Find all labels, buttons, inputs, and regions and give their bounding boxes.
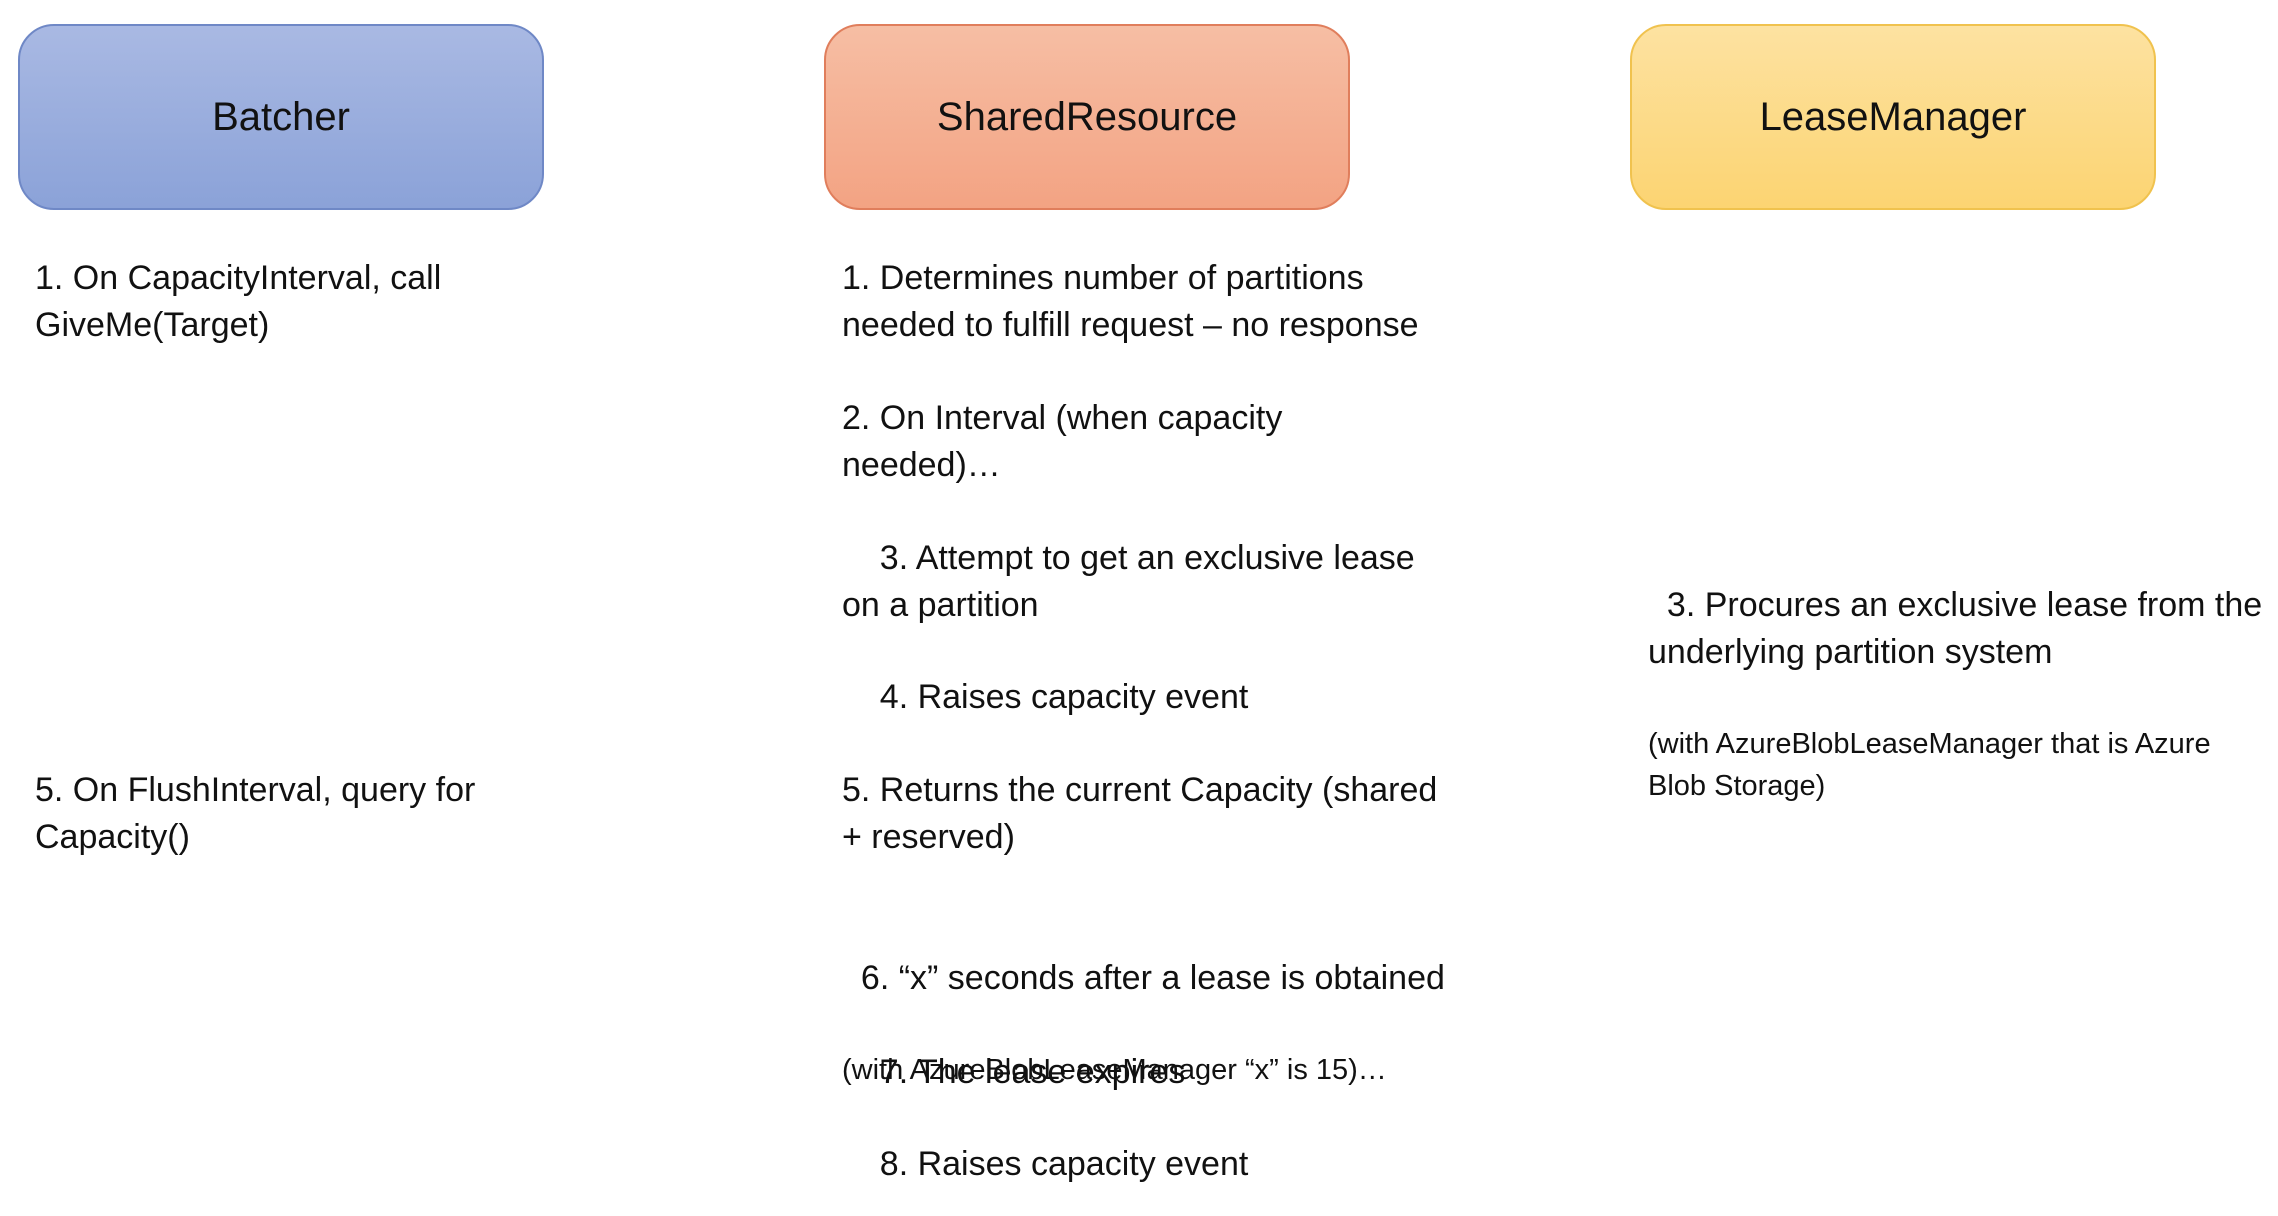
shared-step-4: 4. Raises capacity event — [842, 678, 1249, 716]
shared-resource-title: SharedResource — [936, 94, 1238, 139]
shared-step-7: 7. The lease expires — [842, 1053, 1186, 1091]
batcher-title: Batcher — [212, 94, 350, 139]
shared-step-6-note: (with AzureBlobLeaseManager “x” is 15)… — [842, 1054, 1387, 1086]
shared-resource-box: SharedResource — [824, 24, 1350, 210]
lease-step-3-block: 3. Procures an exclusive lease from the … — [1648, 535, 2262, 854]
shared-step-8: 8. Raises capacity event — [842, 1145, 1249, 1183]
shared-step-6: 6. “x” seconds after a lease is obtained — [860, 959, 1445, 997]
shared-step-2: 2. On Interval (when capacity needed)… — [842, 399, 1283, 484]
batcher-step-1: 1. On CapacityInterval, call GiveMe(Targ… — [35, 259, 442, 344]
shared-step-1: 1. Determines number of partitions neede… — [842, 259, 1419, 344]
shared-step-6-block: 6. “x” seconds after a lease is obtained… — [842, 908, 1445, 1138]
shared-step-3: 3. Attempt to get an exclusive lease on … — [842, 539, 1415, 624]
lease-step-3-note: (with AzureBlobLeaseManager that is Azur… — [1648, 728, 2211, 802]
batcher-box: Batcher — [18, 24, 544, 210]
batcher-step-5: 5. On FlushInterval, query for Capacity(… — [35, 771, 476, 856]
lease-manager-title: LeaseManager — [1759, 94, 2027, 139]
lease-manager-box: LeaseManager — [1630, 24, 2156, 210]
shared-step-5: 5. Returns the current Capacity (shared … — [842, 771, 1438, 856]
lease-step-3: 3. Procures an exclusive lease from the … — [1648, 586, 2263, 671]
